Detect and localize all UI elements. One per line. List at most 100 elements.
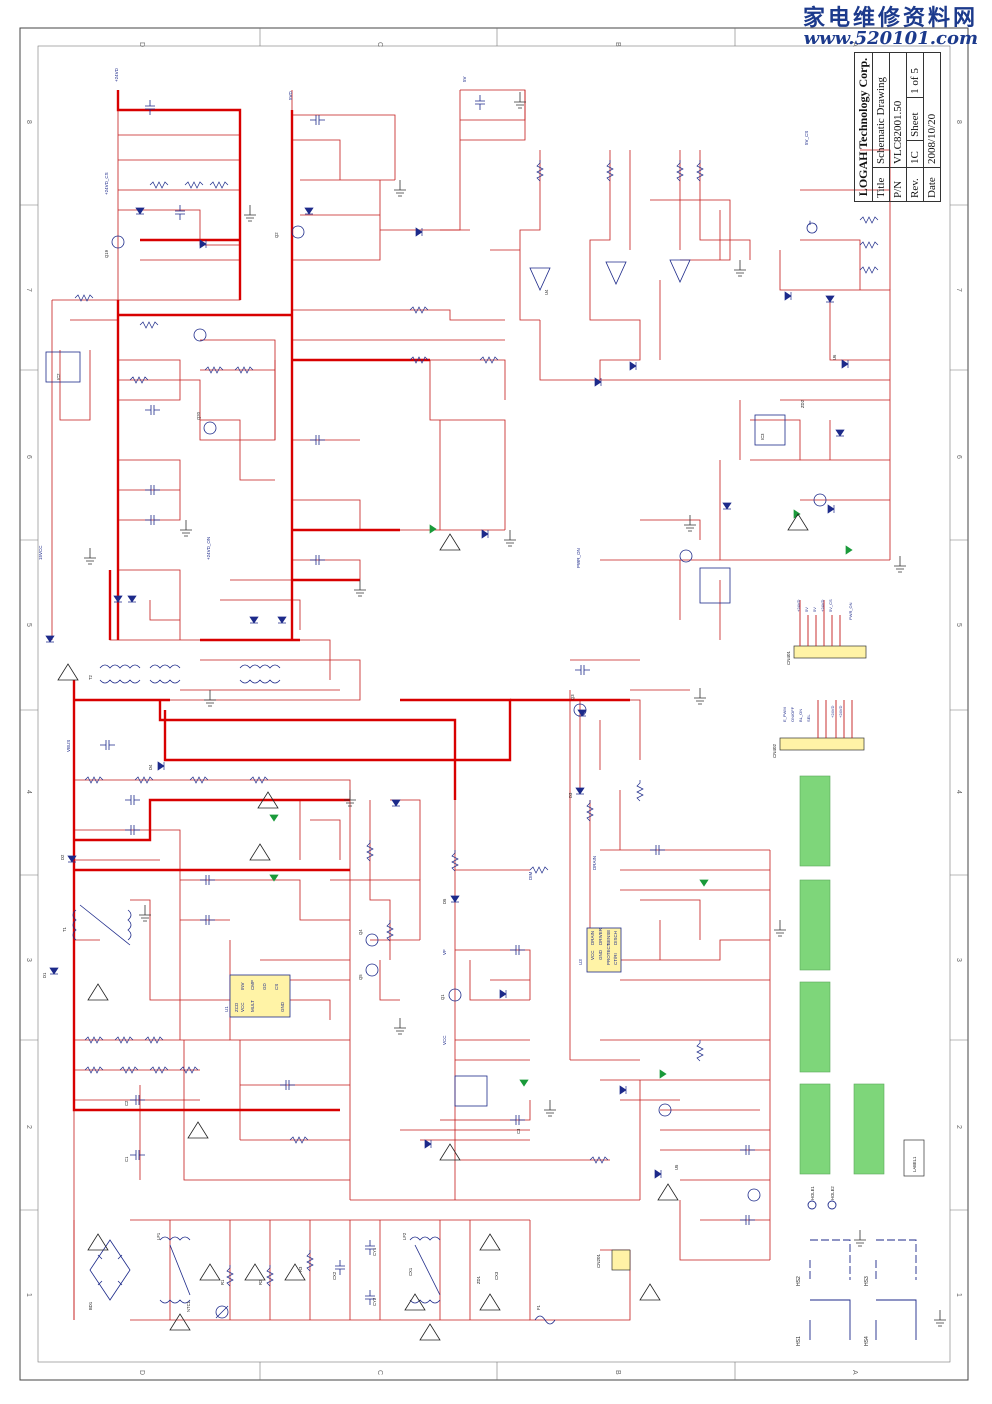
hs4-label: HS4 [864,1336,870,1346]
heatsink-3 [799,981,831,1073]
zone-number-6-right: 6 [955,455,962,459]
ref-d3: D3 [568,792,573,798]
cn401-net-24vd-b: +24VD [820,600,825,612]
ref-d5: D5 [442,898,447,904]
title-block-pn-label: P/N [889,167,907,202]
net-label-15vcc: 15VCC [38,545,43,560]
ref-r3: R3 [298,1266,303,1272]
connector-cn401 [793,600,867,659]
watermark-url: www.520101.com [803,28,978,49]
ref-zd2: ZD2 [800,399,805,408]
zone-number-3-left: 3 [25,958,32,962]
ref-q4: Q4 [358,929,363,935]
u1-ref: U1 [224,1006,229,1012]
net-label-5vd: 5VD [288,90,293,100]
ref-r2: R2 [258,1279,263,1285]
u3-pin-gnd: GND [598,949,603,960]
title-block-date-label: Date [923,167,941,202]
ref-c1: C1 [124,1156,129,1162]
ref-cx1: CX1 [408,1267,413,1276]
zone-number-2-right: 2 [955,1125,962,1129]
ref-c2: C2 [124,1100,129,1106]
cn401-net-5v-a: 5V [804,607,809,612]
net-label-vcc: VCC [442,1035,447,1045]
title-block-date-value: 2008/10/20 [923,52,941,168]
fuse-ntc [215,220,818,1325]
zone-number-7-left: 7 [25,288,32,292]
ref-ic2: IC2 [56,373,61,380]
hazard-triangles [57,513,809,1341]
ref-hole1: HOLE1 [810,1186,815,1200]
zone-letter-bot-c: C [376,1370,383,1375]
zone-number-6-left: 6 [25,455,32,459]
ref-q1: Q1 [440,994,445,1000]
zone-number-7-right: 7 [955,288,962,292]
zone-letter-top-d: D [138,42,145,47]
zone-number-5-left: 5 [25,623,32,627]
cn402-net-blon: BL_ON [798,709,803,722]
u3-pin-ctri: CT/RI [613,953,618,965]
ref-q5: Q5 [358,974,363,980]
ref-c3: C3 [516,1128,521,1134]
transformers [72,664,441,1304]
hs1-label: HS1 [796,1336,802,1346]
heatsink-4 [799,1083,831,1175]
net-label-drain: DRAIN [592,856,597,870]
cn402-ref: CN402 [772,743,777,758]
ref-cy1: CY1 [372,1247,377,1256]
ref-t2: T2 [88,674,93,680]
title-block-title-label: Title [872,167,890,202]
opamps [529,259,691,291]
zone-letter-top-c: C [376,42,383,47]
led-indicators [269,509,853,1087]
watermark: 家电维修资料网 www.520101.com [803,0,978,49]
sheet-border-inner [37,45,951,1363]
zone-number-5-right: 5 [955,623,962,627]
connector-cn402 [779,700,865,751]
u1-pin-inv: INV [240,982,245,990]
optocouplers [45,351,786,1107]
title-block-pn-value: VLC82001.50 [889,52,907,168]
cn402-net-sel: SEL [806,714,811,722]
zone-number-1-right: 1 [955,1293,962,1297]
heatsink-1 [799,775,831,867]
zone-number-4-right: 4 [955,790,962,794]
u1-pin-vcc: VCC [240,1002,245,1012]
ref-q20: Q20 [196,411,201,420]
label-block [903,1139,925,1177]
hs2-label: HS2 [796,1276,802,1286]
connector-cn201 [611,1249,631,1271]
net-label-5vcs: 5V_CS [804,131,809,145]
zone-letter-top-a: A [851,42,858,47]
cn401-net-pwron: PWR_ON [848,602,853,620]
cn401-net-5v-b: 5V [812,607,817,612]
ref-u6: U6 [832,354,837,360]
u3-pin-vcc: VCC [590,950,595,960]
ref-t1: T1 [62,926,67,932]
ref-hole2: HOLE2 [830,1186,835,1200]
zone-number-2-left: 2 [25,1125,32,1129]
title-block-sheet-value: 1 of 5 [906,52,924,98]
u3-pin-sense: SENSE [606,930,611,945]
hs3-label: HS3 [864,1276,870,1286]
cn401-net-5vcs: 5V_CS [828,599,833,612]
ref-d4: D4 [148,764,153,770]
u3-pin-disch: DISCH [613,931,618,945]
net-label-pwron: PWR_ON [576,548,581,568]
u3-pin-driver: DRIVER [598,927,603,945]
ref-d1: D1 [42,972,47,978]
power-bus-traces [72,90,630,1112]
heatsinks [799,775,885,1175]
watermark-chinese: 家电维修资料网 [802,5,978,31]
zone-letter-bot-a: A [851,1370,858,1375]
ref-ic3: IC3 [760,433,765,440]
net-label-24vdcs: +24VD_CS [104,172,109,195]
ic-u1-body [229,974,291,1018]
zone-letter-bot-d: D [138,1370,145,1375]
heatsink-5 [853,1083,885,1175]
sheet-border-outer [19,27,969,1381]
zone-number-8-right: 8 [955,120,962,124]
cn402-net-24vd-a: +24VD [830,706,835,718]
net-label-vbus: VBUS [66,740,71,752]
zone-number-4-left: 4 [25,790,32,794]
